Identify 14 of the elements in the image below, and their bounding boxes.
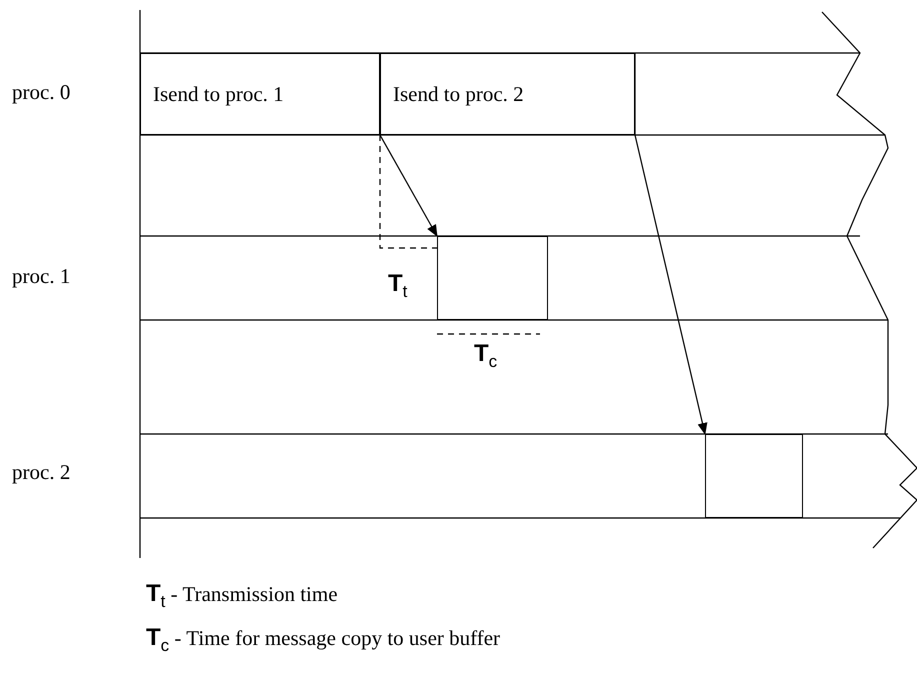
send-block [140, 53, 380, 135]
arrow [634, 134, 708, 435]
process-label: proc. 1 [12, 264, 70, 289]
time-symbol: T$_{t}$ [388, 270, 408, 302]
block-label: Isend to proc. 2 [393, 82, 524, 106]
process-label: proc. 2 [12, 460, 70, 485]
legend-note: T$_{c}$ - Time for message copy to user buffer [146, 624, 500, 656]
process-label: proc. 0 [12, 80, 70, 105]
block-label: Isend to proc. 1 [153, 82, 284, 106]
receive-block [705, 434, 803, 518]
send-block [380, 53, 635, 135]
receive-block [437, 236, 548, 320]
legend-note: T$_{t}$ - Transmission time [146, 580, 338, 612]
time-symbol: T$_{c}$ [474, 340, 498, 372]
